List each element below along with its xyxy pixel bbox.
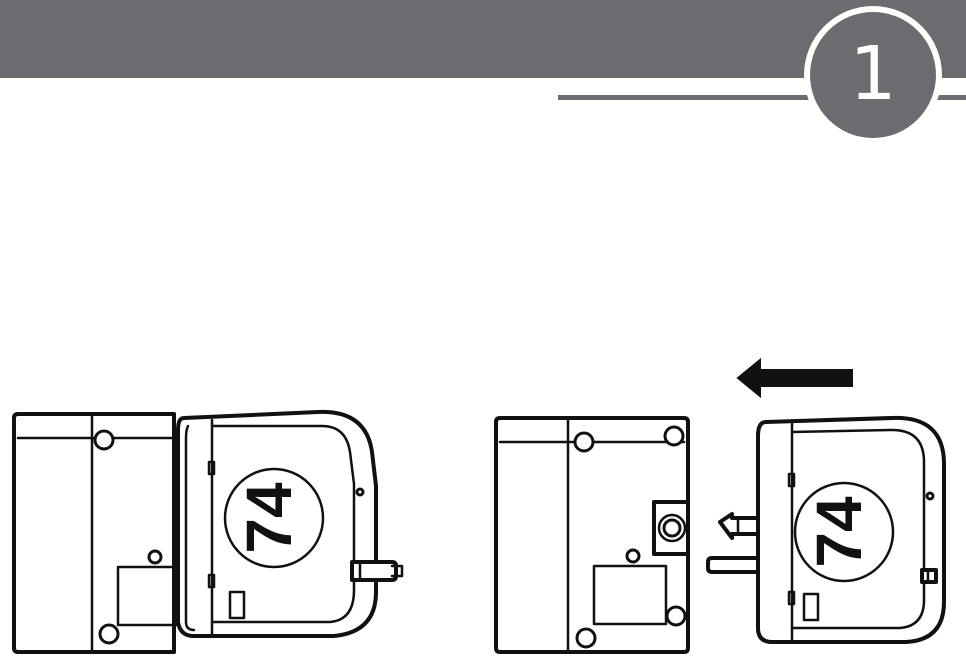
- header-rule: [558, 95, 966, 100]
- right-pin-assembly: [706, 512, 760, 574]
- right-lock-body: [756, 415, 946, 644]
- arrow-left-icon: [736, 357, 853, 399]
- step-badge: 1: [810, 12, 936, 138]
- left-unit-label: 74: [233, 482, 305, 554]
- header-band: [0, 0, 966, 78]
- step-number: 1: [849, 31, 897, 117]
- right-unit-label: 74: [803, 496, 875, 568]
- right-base-block: [494, 416, 690, 654]
- left-base-block: [12, 412, 178, 654]
- left-lock-body: [176, 409, 404, 638]
